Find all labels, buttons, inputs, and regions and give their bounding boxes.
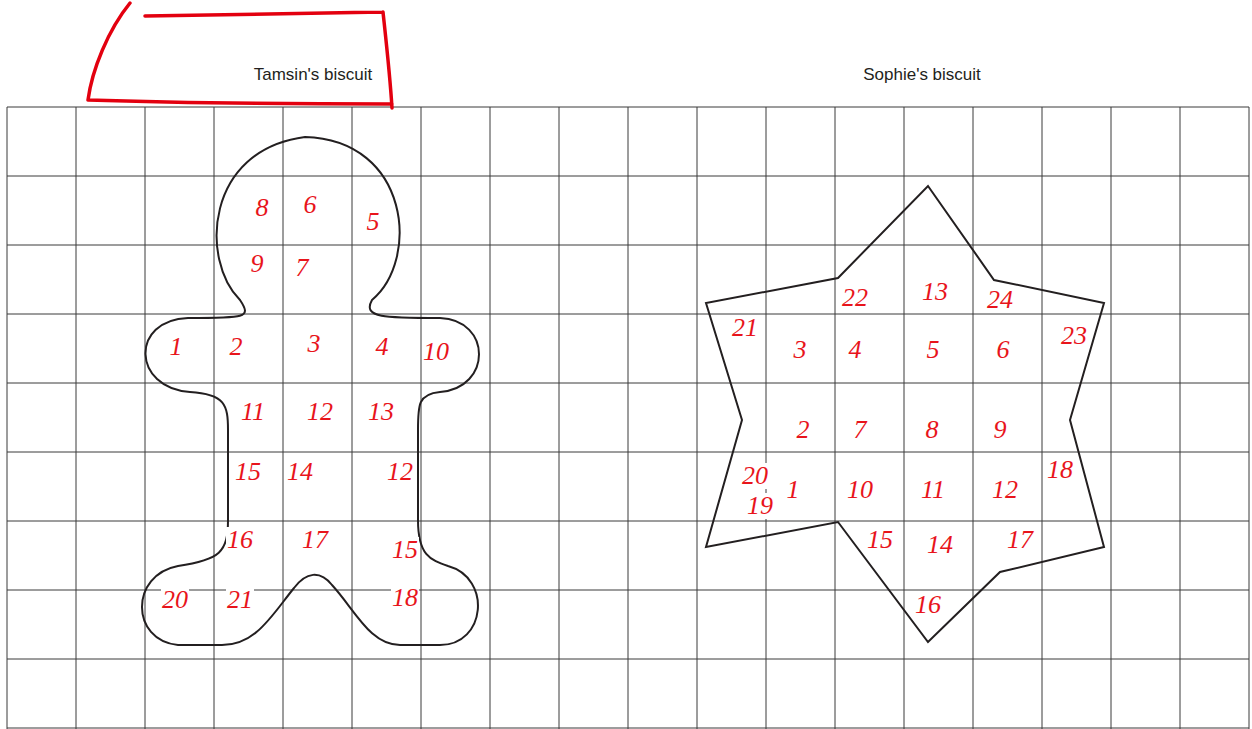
count-number: 4: [848, 337, 863, 363]
biscuit-outline: [142, 137, 479, 645]
count-number: 16: [914, 592, 942, 618]
biscuit-outline: [690, 40, 1120, 655]
grid-line: [1042, 107, 1043, 729]
count-number: 5: [926, 337, 941, 363]
count-number: 2: [229, 334, 244, 360]
grid-line: [1249, 107, 1250, 729]
count-number: 7: [295, 255, 310, 281]
count-number: 9: [993, 417, 1008, 443]
count-number: 24: [986, 287, 1014, 313]
count-number: 4: [375, 334, 390, 360]
count-number: 12: [991, 477, 1019, 503]
count-number: 7: [853, 417, 868, 443]
count-number: 5: [366, 209, 381, 235]
count-number: 11: [240, 399, 266, 425]
grid-line: [421, 107, 422, 729]
grid-line: [283, 107, 284, 729]
count-number: 14: [926, 532, 954, 558]
count-number: 1: [169, 334, 184, 360]
count-number: 12: [306, 399, 334, 425]
count-number: 10: [846, 477, 874, 503]
grid-line: [904, 107, 905, 729]
grid-line: [835, 107, 836, 729]
grid-line: [7, 176, 1249, 177]
count-number: 3: [307, 331, 322, 357]
grid-line: [490, 107, 491, 729]
biscuit-heading: Sophie's biscuit: [863, 65, 981, 85]
count-number: 12: [386, 459, 414, 485]
grid-line: [76, 107, 77, 729]
count-number: 21: [731, 315, 759, 341]
count-number: 15: [391, 537, 419, 563]
biscuit-outline: [706, 186, 1104, 642]
count-number: 8: [255, 195, 270, 221]
grid-line: [7, 521, 1249, 522]
biscuit-heading: Tamsin's biscuit: [254, 65, 373, 85]
count-number: 13: [367, 399, 395, 425]
grid-line: [697, 107, 698, 729]
count-number: 20: [161, 587, 189, 613]
count-number: 16: [226, 527, 254, 553]
count-number: 9: [250, 251, 265, 277]
grid-line: [145, 107, 146, 729]
grid-line: [559, 107, 560, 729]
count-number: 21: [226, 587, 254, 613]
count-number: 3: [793, 337, 808, 363]
count-number: 6: [303, 192, 318, 218]
count-number: 2: [796, 417, 811, 443]
count-number: 1: [786, 477, 801, 503]
count-number: 18: [1046, 457, 1074, 483]
grid-line: [628, 107, 629, 729]
count-number: 14: [286, 459, 314, 485]
count-number: 15: [866, 527, 894, 553]
grid-line: [1180, 107, 1181, 729]
grid-line: [7, 452, 1249, 453]
count-number: 8: [925, 417, 940, 443]
grid-line: [1111, 107, 1112, 729]
annotation-box: [88, 3, 392, 108]
star-biscuit: Sophie's biscuit: [690, 40, 1120, 655]
grid-line: [352, 107, 353, 729]
count-number: 13: [921, 279, 949, 305]
square-grid: [7, 107, 1249, 729]
count-number: 19: [746, 493, 774, 519]
grid-line: [7, 107, 8, 729]
grid-line: [7, 245, 1249, 246]
count-number: 23: [1060, 323, 1088, 349]
count-number: 22: [841, 285, 869, 311]
grid-line: [973, 107, 974, 729]
count-number: 18: [391, 585, 419, 611]
grid-line: [766, 107, 767, 729]
count-number: 17: [1006, 527, 1034, 553]
count-number: 17: [301, 527, 329, 553]
count-number: 11: [920, 477, 946, 503]
count-number: 15: [234, 459, 262, 485]
grid-line: [7, 383, 1249, 384]
grid-line: [7, 590, 1249, 591]
count-number: 6: [996, 337, 1011, 363]
grid-line: [7, 314, 1249, 315]
grid-line: [7, 107, 1249, 108]
grid-line: [7, 728, 1249, 729]
grid-line: [214, 107, 215, 729]
count-number: 20: [741, 463, 769, 489]
count-number: 10: [422, 339, 450, 365]
grid-line: [7, 659, 1249, 660]
